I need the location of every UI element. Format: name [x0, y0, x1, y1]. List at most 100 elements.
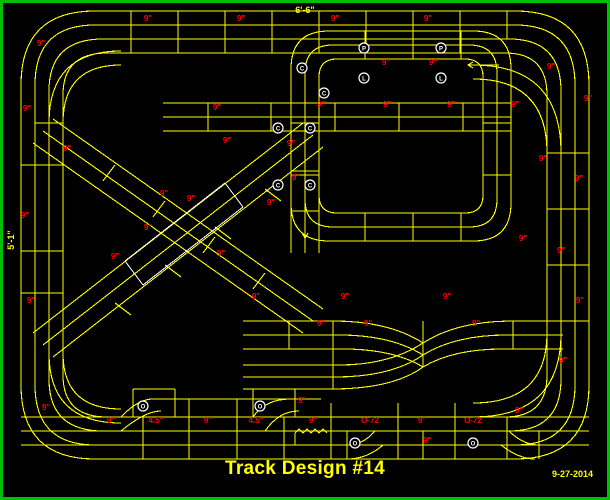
diagonal-crossing-nw-se: [32, 122, 324, 358]
diagonal-joints: [102, 164, 282, 316]
connector-marker-circle: [272, 122, 284, 134]
connector-marker-circle: [272, 179, 284, 191]
connector-marker: P: [435, 42, 447, 54]
track-size-label: 9": [213, 103, 221, 112]
connector-marker-circle: [254, 400, 266, 412]
track-size-label: 9": [447, 100, 455, 109]
connector-marker-label: C: [308, 127, 313, 133]
connector-marker: C: [272, 179, 284, 191]
track-size-label: 9": [217, 249, 225, 258]
connector-marker: C: [318, 87, 330, 99]
page-title: Track Design #14: [224, 458, 386, 479]
track-size-label: 9": [223, 136, 231, 145]
track-size-label: 9": [111, 252, 119, 261]
track-size-label: 9": [204, 416, 212, 425]
connector-marker: O: [254, 400, 266, 412]
connector-marker-label: L: [439, 77, 443, 83]
connector-marker: O: [467, 437, 479, 449]
inner-loop-rail-outer: [304, 44, 498, 228]
track-size-label: 9": [107, 416, 115, 425]
track-size-label: 9": [37, 39, 45, 48]
track-size-label: 9": [144, 223, 152, 232]
connector-marker-circle: [358, 42, 370, 54]
connector-marker-circle: [296, 62, 308, 74]
track-size-label: 4.5": [149, 416, 164, 425]
overall-height-dimension: 5'-1": [6, 230, 16, 250]
connector-marker-label: O: [141, 405, 146, 411]
bottom-turnout-ladder: [21, 388, 589, 460]
connector-marker-label: P: [439, 47, 443, 53]
dimension-leaders: [301, 61, 499, 240]
connector-marker-label: C: [308, 184, 313, 190]
connector-marker-label: L: [362, 77, 366, 83]
track-layout-drawing: 9" 9" 9" 9" 9" 9" 9" 9" 9" 9" 9" 9" 9" 9" 9" 9" 9" 9" 9" 9"…: [20, 10, 592, 460]
track-size-label: 9": [539, 154, 547, 163]
outer-loop-rail-outer: [20, 10, 590, 460]
track-size-label: 9": [364, 319, 372, 328]
overall-width-dimension: 6'-6": [295, 5, 315, 15]
track-size-label: 9": [21, 211, 29, 220]
track-size-label: 9": [144, 14, 152, 23]
track-size-label: 9": [331, 14, 339, 23]
connector-marker: O: [137, 400, 149, 412]
track-size-label: 9": [298, 396, 306, 405]
track-size-label: 9": [443, 292, 451, 301]
drawing-date: 9-27-2014: [551, 469, 593, 479]
track-size-label: 9": [317, 100, 325, 109]
track-size-label: 9": [237, 14, 245, 23]
track-size-label: 9": [267, 198, 275, 207]
connector-marker-circle: [304, 122, 316, 134]
connector-marker-circle: [137, 400, 149, 412]
track-size-label: 9": [576, 296, 584, 305]
track-size-label: 9": [511, 100, 519, 109]
connector-marker-label: P: [362, 47, 366, 53]
left-section-joints: [21, 122, 63, 294]
track-size-label: O-72: [361, 416, 379, 425]
crossing-highlight: [124, 182, 244, 286]
connector-marker-label: O: [471, 442, 476, 448]
track-size-label: 9": [559, 356, 567, 365]
track-size-labels: 9" 9" 9" 9" 9" 9" 9" 9" 9" 9" 9" 9" 9" 9" 9" 9" 9" 9" 9" 9"…: [21, 14, 592, 445]
track-size-label: 9": [341, 292, 349, 301]
track-size-label: 9": [42, 403, 50, 412]
connector-marker-label: C: [276, 127, 281, 133]
track-size-label: 9": [519, 234, 527, 243]
connector-marker: P: [358, 42, 370, 54]
connector-marker-circle: [435, 42, 447, 54]
track-size-label: 9": [292, 173, 300, 182]
connector-marker: C: [296, 62, 308, 74]
track-size-label: O-72: [464, 416, 482, 425]
connector-marker: L: [358, 72, 370, 84]
connector-marker-label: C: [322, 92, 327, 98]
track-size-label: 9": [309, 416, 317, 425]
connector-marker: C: [304, 179, 316, 191]
track-size-label: 9": [584, 94, 592, 103]
passing-siding: [243, 320, 563, 390]
connector-marker: O: [349, 437, 361, 449]
track-size-label: 9": [515, 406, 523, 415]
track-size-label: 9": [287, 139, 295, 148]
connector-marker-label: C: [276, 184, 281, 190]
track-size-label: 9": [418, 416, 426, 425]
track-size-label: 4.5": [249, 416, 264, 425]
track-size-label: 9": [23, 104, 31, 113]
track-size-label: 9": [423, 436, 431, 445]
connector-marker: C: [272, 122, 284, 134]
track-size-label: 9": [472, 319, 480, 328]
corner-radius-detail: [48, 50, 562, 424]
connector-marker-circle: [349, 437, 361, 449]
track-size-label: 9": [382, 58, 390, 67]
connector-marker-label: O: [353, 442, 358, 448]
track-size-label: 9": [575, 174, 583, 183]
connector-marker: L: [435, 72, 447, 84]
connector-marker-circle: [318, 87, 330, 99]
connector-marker-circle: [358, 72, 370, 84]
track-size-label: 9": [429, 58, 437, 67]
inner-loop-rail-inner: [318, 58, 484, 214]
track-size-label: 9": [317, 319, 325, 328]
connector-marker-circle: [435, 72, 447, 84]
connector-markers: P P C L L C C C C C O O O O: [137, 42, 479, 449]
track-size-label: 9": [383, 100, 391, 109]
diagonal-crossing-ne-sw: [32, 118, 324, 334]
